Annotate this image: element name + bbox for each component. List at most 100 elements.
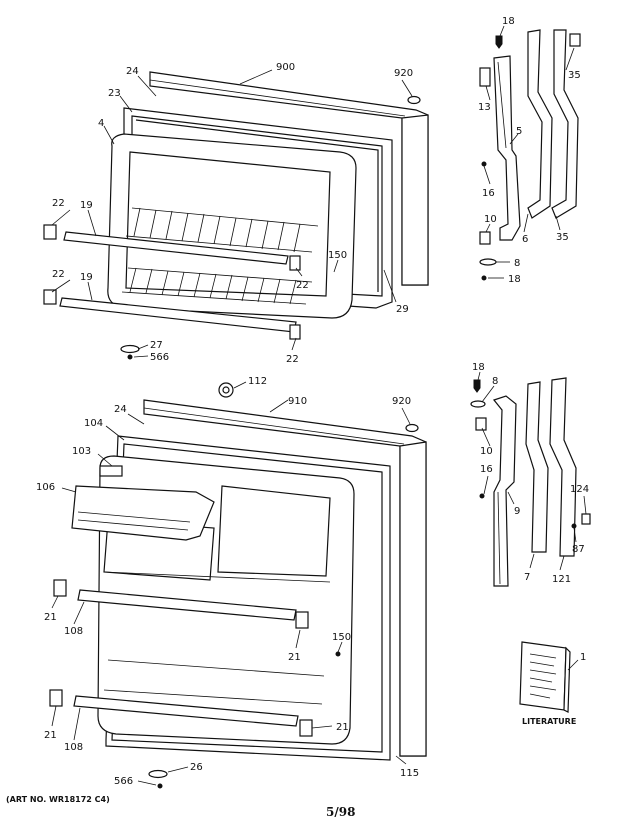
fresh-food-shelf-bar-upper — [77, 589, 297, 621]
callout-22: 22 — [52, 269, 65, 280]
hinge-screw-18-top — [495, 35, 503, 49]
freezer-shelf-support-left-lower — [43, 289, 57, 305]
callout-115: 115 — [400, 768, 419, 779]
freezer-outer-door-face — [401, 114, 429, 286]
callout-920: 920 — [394, 68, 413, 79]
callout-10: 10 — [480, 446, 493, 457]
callout-9: 9 — [514, 506, 520, 517]
callout-103: 103 — [72, 446, 91, 457]
callout-16: 16 — [480, 464, 493, 475]
fresh-food-shelf-support-right-upper — [295, 611, 309, 629]
hinge-screw-18 — [473, 379, 481, 393]
callout-35: 35 — [556, 232, 569, 243]
fresh-food-shelf-support-left-lower — [49, 689, 63, 707]
callout-22: 22 — [286, 354, 299, 365]
callout-150: 150 — [328, 250, 347, 261]
callout-29: 29 — [396, 304, 409, 315]
handle-strip-6 — [527, 29, 553, 219]
callout-8: 8 — [492, 376, 498, 387]
handle-cap-35 — [569, 33, 581, 47]
hinge-pin-10 — [479, 231, 491, 245]
fresh-food-cap-920 — [405, 423, 419, 433]
handle-strip-121 — [549, 377, 577, 557]
freezer-screw-566 — [127, 354, 133, 360]
callout-4: 4 — [98, 118, 104, 129]
fresh-food-hinge-plug-26 — [148, 769, 168, 779]
freezer-shelf-grid — [121, 207, 319, 305]
freezer-shelf-support-right-upper — [289, 255, 301, 271]
callout-8: 8 — [514, 258, 520, 269]
callout-24: 24 — [126, 66, 139, 77]
dairy-door-latch — [99, 465, 123, 477]
callout-1: 1 — [580, 652, 586, 663]
fresh-food-hinge-assembly: 18 8 10 16 9 124 87 7 121 — [470, 362, 591, 587]
callout-106: 106 — [36, 482, 55, 493]
hinge-pin-10 — [475, 417, 487, 431]
callout-108: 108 — [64, 626, 83, 637]
freezer-door-assembly: 900 920 24 23 4 22 19 22 19 150 22 29 22… — [43, 62, 429, 365]
fresh-food-shelf-bar-lower — [73, 695, 299, 727]
callout-566: 566 — [114, 776, 133, 787]
callout-5: 5 — [516, 126, 522, 137]
callout-23: 23 — [108, 88, 121, 99]
callout-112: 112 — [248, 376, 267, 387]
fresh-food-door-assembly: 112 910 920 24 104 103 106 21 108 21 150… — [36, 376, 427, 789]
art-number: (ART NO. WR18172 C4) — [6, 795, 110, 804]
callout-16: 16 — [482, 188, 495, 199]
literature-booklet-icon — [519, 641, 567, 711]
fresh-food-shelf-support-right-lower — [299, 719, 313, 737]
handle-screw-87 — [571, 523, 577, 529]
freezer-shelf-support-right-lower — [289, 324, 301, 340]
callout-6: 6 — [522, 234, 528, 245]
callout-108: 108 — [64, 742, 83, 753]
callout-19: 19 — [80, 200, 93, 211]
callout-10: 10 — [484, 214, 497, 225]
hinge-shim-8 — [479, 258, 497, 266]
fresh-food-screw-150 — [335, 651, 341, 657]
callout-566: 566 — [150, 352, 169, 363]
fresh-food-shelf-support-left-upper — [53, 579, 67, 597]
freezer-cap-920 — [407, 95, 421, 105]
callout-22: 22 — [296, 280, 309, 291]
fresh-food-screw-566 — [157, 783, 163, 789]
callout-150: 150 — [332, 632, 351, 643]
callout-18: 18 — [502, 16, 515, 27]
callout-21: 21 — [288, 652, 301, 663]
callout-19: 19 — [80, 272, 93, 283]
callout-121: 121 — [552, 574, 571, 585]
callout-124: 124 — [570, 484, 589, 495]
lower-hinge-bracket — [492, 395, 517, 587]
callout-13: 13 — [478, 102, 491, 113]
literature-booklet: 1 LITERATURE — [519, 641, 586, 726]
callout-7: 7 — [524, 572, 530, 583]
callout-920: 920 — [392, 396, 411, 407]
callout-24: 24 — [114, 404, 127, 415]
freezer-hinge-assembly: 18 35 13 5 16 10 6 35 8 18 — [478, 16, 581, 285]
hinge-shim-8 — [470, 400, 486, 408]
callout-26: 26 — [190, 762, 203, 773]
hinge-pin-13 — [479, 67, 491, 87]
callout-21: 21 — [336, 722, 349, 733]
handle-strip-35 — [551, 29, 579, 219]
literature-label: LITERATURE — [522, 717, 576, 726]
fresh-food-outer-door-face — [399, 441, 427, 757]
callout-21: 21 — [44, 730, 57, 741]
callout-18: 18 — [508, 274, 521, 285]
handle-cap-124 — [581, 513, 591, 525]
callout-87: 87 — [572, 544, 585, 555]
hinge-screw-16 — [481, 161, 487, 167]
freezer-shelf-support-left-upper — [43, 224, 57, 240]
callout-900: 900 — [276, 62, 295, 73]
handle-strip-7 — [525, 381, 549, 553]
callout-21: 21 — [44, 612, 57, 623]
callout-104: 104 — [84, 418, 103, 429]
callout-910: 910 — [288, 396, 307, 407]
freezer-door-shelf-bar-upper — [63, 231, 289, 265]
dairy-compartment-door — [71, 485, 215, 541]
freezer-hinge-plug-27 — [120, 344, 140, 354]
callout-35: 35 — [568, 70, 581, 81]
center-hinge-bracket — [493, 55, 521, 241]
hinge-screw-18-bottom — [481, 275, 487, 281]
revision-date: 5/98 — [326, 805, 355, 819]
